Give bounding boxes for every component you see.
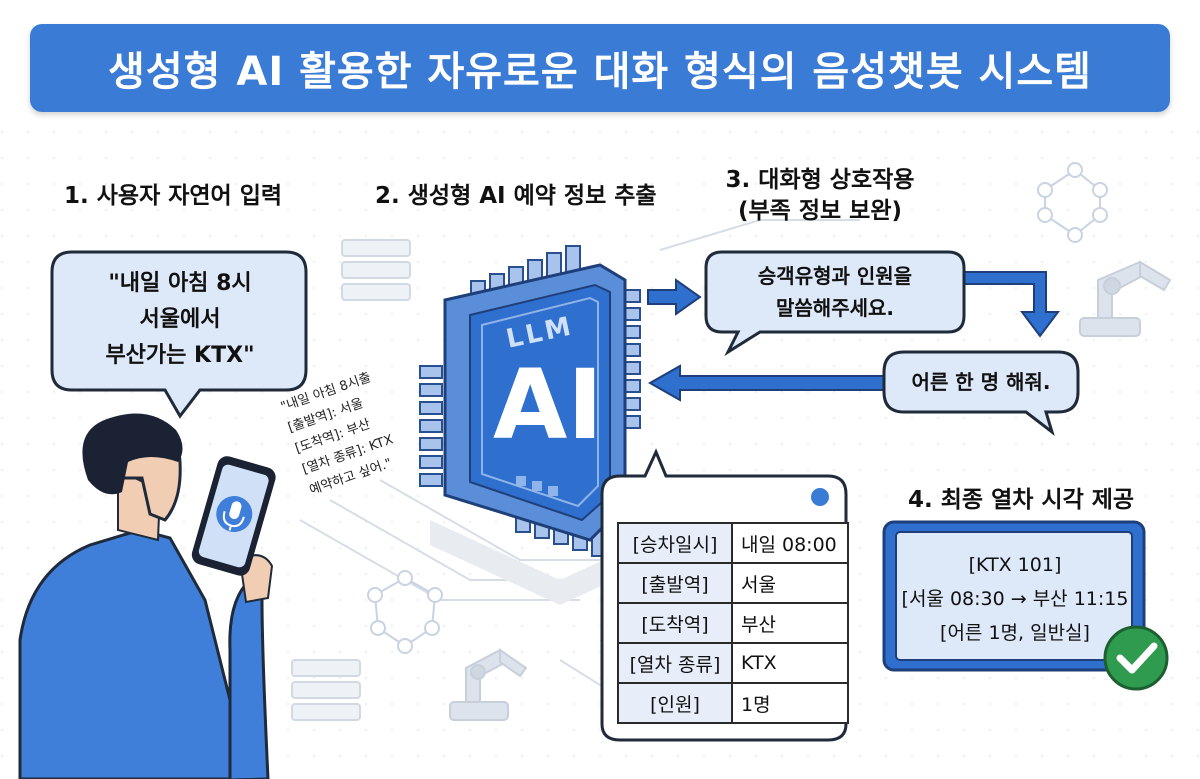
flow-arrows	[647, 271, 1060, 402]
table-value: KTX	[731, 642, 849, 684]
server-icon	[341, 239, 411, 301]
table-value: 부산	[731, 602, 849, 644]
table-value: 서울	[731, 562, 849, 604]
table-key: [열차 종류]	[617, 642, 733, 684]
table-row: [인원] 1명	[617, 682, 849, 724]
table-row: [열차 종류] KTX	[617, 642, 849, 684]
table-key: [인원]	[617, 682, 733, 724]
molecule-icon	[1037, 162, 1108, 243]
step-2-heading: 2. 생성형 AI 예약 정보 추출	[375, 183, 657, 209]
table-row: [도착역] 부산	[617, 602, 849, 644]
arrow-to-chip	[647, 364, 891, 402]
table-key: [출발역]	[617, 562, 733, 604]
status-dot	[811, 488, 829, 506]
checkmark-icon	[1103, 625, 1169, 691]
robot-arm-icon	[1079, 260, 1172, 337]
user-reply-text: 어른 한 명 해줘.	[911, 370, 1051, 394]
molecule-icon	[367, 570, 443, 654]
user-speech-bubble	[50, 250, 308, 419]
step-3-title: 3. 대화형 상호작용	[725, 167, 915, 193]
result-train: [KTX 101]	[968, 554, 1062, 576]
robot-arm-icon	[449, 648, 528, 721]
bot-question-bubble	[704, 250, 966, 357]
table-row: [승차일시] 내일 08:00	[617, 522, 849, 564]
person-illustration	[18, 413, 274, 779]
microphone-icon	[216, 496, 253, 533]
arrow-down-right	[963, 271, 1060, 338]
step-3-subtitle: (부족 정보 보완)	[738, 198, 902, 224]
extracted-info-table: [승차일시] 내일 08:00 [출발역] 서울 [도착역] 부산 [열차 종류…	[617, 522, 849, 724]
table-key: [승차일시]	[617, 522, 733, 564]
server-icon	[291, 659, 361, 721]
page-title: 생성형 AI 활용한 자유로운 대화 형식의 음성챗봇 시스템	[108, 49, 1092, 95]
result-passenger: [어른 1명, 일반실]	[940, 622, 1090, 644]
result-tablet	[882, 520, 1146, 672]
final-result-text: [KTX 101] [서울 08:30 → 부산 11:15 [어른 1명, 일…	[900, 548, 1130, 650]
result-schedule: [서울 08:30 → 부산 11:15	[901, 588, 1129, 610]
user-reply-bubble	[882, 350, 1080, 437]
step-3-heading: 3. 대화형 상호작용 (부족 정보 보완)	[690, 165, 950, 227]
table-key: [도착역]	[617, 602, 733, 644]
table-value: 내일 08:00	[731, 522, 849, 564]
table-value: 1명	[731, 682, 849, 724]
chip-ai-label: AI	[492, 349, 603, 461]
step-4-heading: 4. 최종 열차 시각 제공	[908, 487, 1135, 513]
arrow-to-question	[647, 278, 702, 316]
bot-question-text: 승객유형과 인원을 말씀해주세요.	[757, 264, 913, 320]
user-speech-text: "내일 아침 8시 서울에서 부산가는 KTX"	[105, 271, 255, 368]
table-row: [출발역] 서울	[617, 562, 849, 604]
title-banner: 생성형 AI 활용한 자유로운 대화 형식의 음성챗봇 시스템	[30, 24, 1170, 112]
step-1-heading: 1. 사용자 자연어 입력	[64, 183, 283, 209]
ai-chip	[443, 263, 627, 542]
